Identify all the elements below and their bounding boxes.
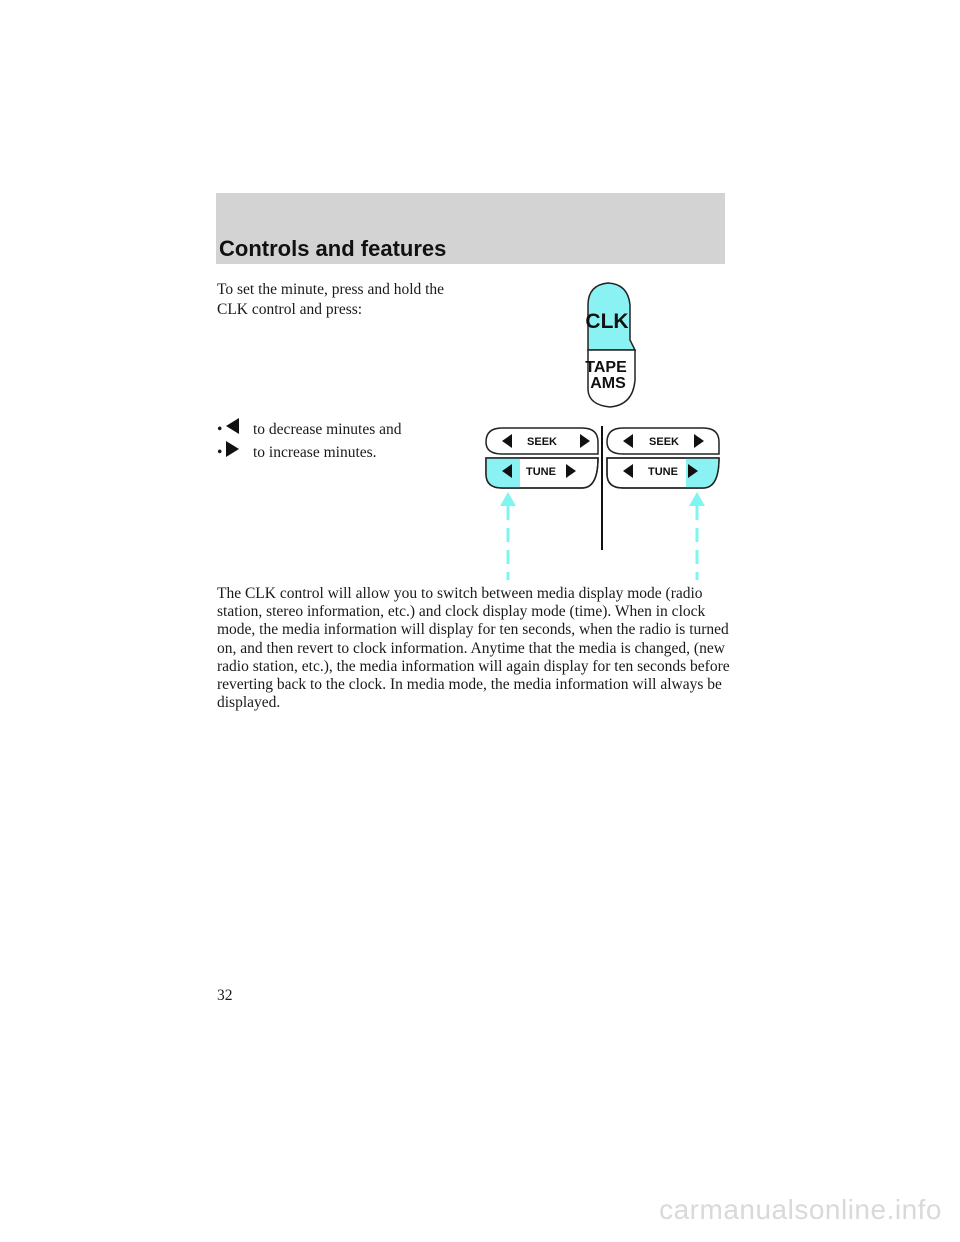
left-arrow-icon <box>226 418 239 435</box>
right-arrow-icon <box>226 441 239 458</box>
clk-description-paragraph: The CLK control will allow you to switch… <box>217 585 730 712</box>
left-seek-label: SEEK <box>527 436 557 448</box>
right-rocker: SEEK TUNE <box>606 427 720 489</box>
right-tune-label: TUNE <box>648 466 678 478</box>
clk-label: CLK <box>585 310 628 333</box>
bullet-decrease-text: to decrease minutes and <box>253 421 402 438</box>
right-pointer-arrow-icon <box>689 492 705 580</box>
clk-button-illustration: CLK TAPE AMS <box>585 282 637 408</box>
right-seek-label: SEEK <box>649 436 679 448</box>
ams-label: AMS <box>590 375 626 392</box>
page-number: 32 <box>217 987 233 1004</box>
bullet-increase-text: to increase minutes. <box>253 444 377 461</box>
left-pointer-arrow-icon <box>500 492 516 580</box>
intro-text: To set the minute, press and hold the CL… <box>217 281 445 318</box>
section-title: Controls and features <box>219 236 447 261</box>
seek-tune-illustration: SEEK TUNE SEEK TUNE <box>485 426 720 580</box>
left-rocker: SEEK TUNE <box>485 427 599 489</box>
bullet-increase: •to increase minutes. <box>217 441 377 462</box>
bullet-decrease: •to decrease minutes and <box>217 418 402 439</box>
watermark: carmanualsonline.info <box>659 1194 942 1225</box>
section-header-bar <box>216 193 725 264</box>
left-tune-label: TUNE <box>526 466 556 478</box>
tape-label: TAPE <box>585 359 627 376</box>
